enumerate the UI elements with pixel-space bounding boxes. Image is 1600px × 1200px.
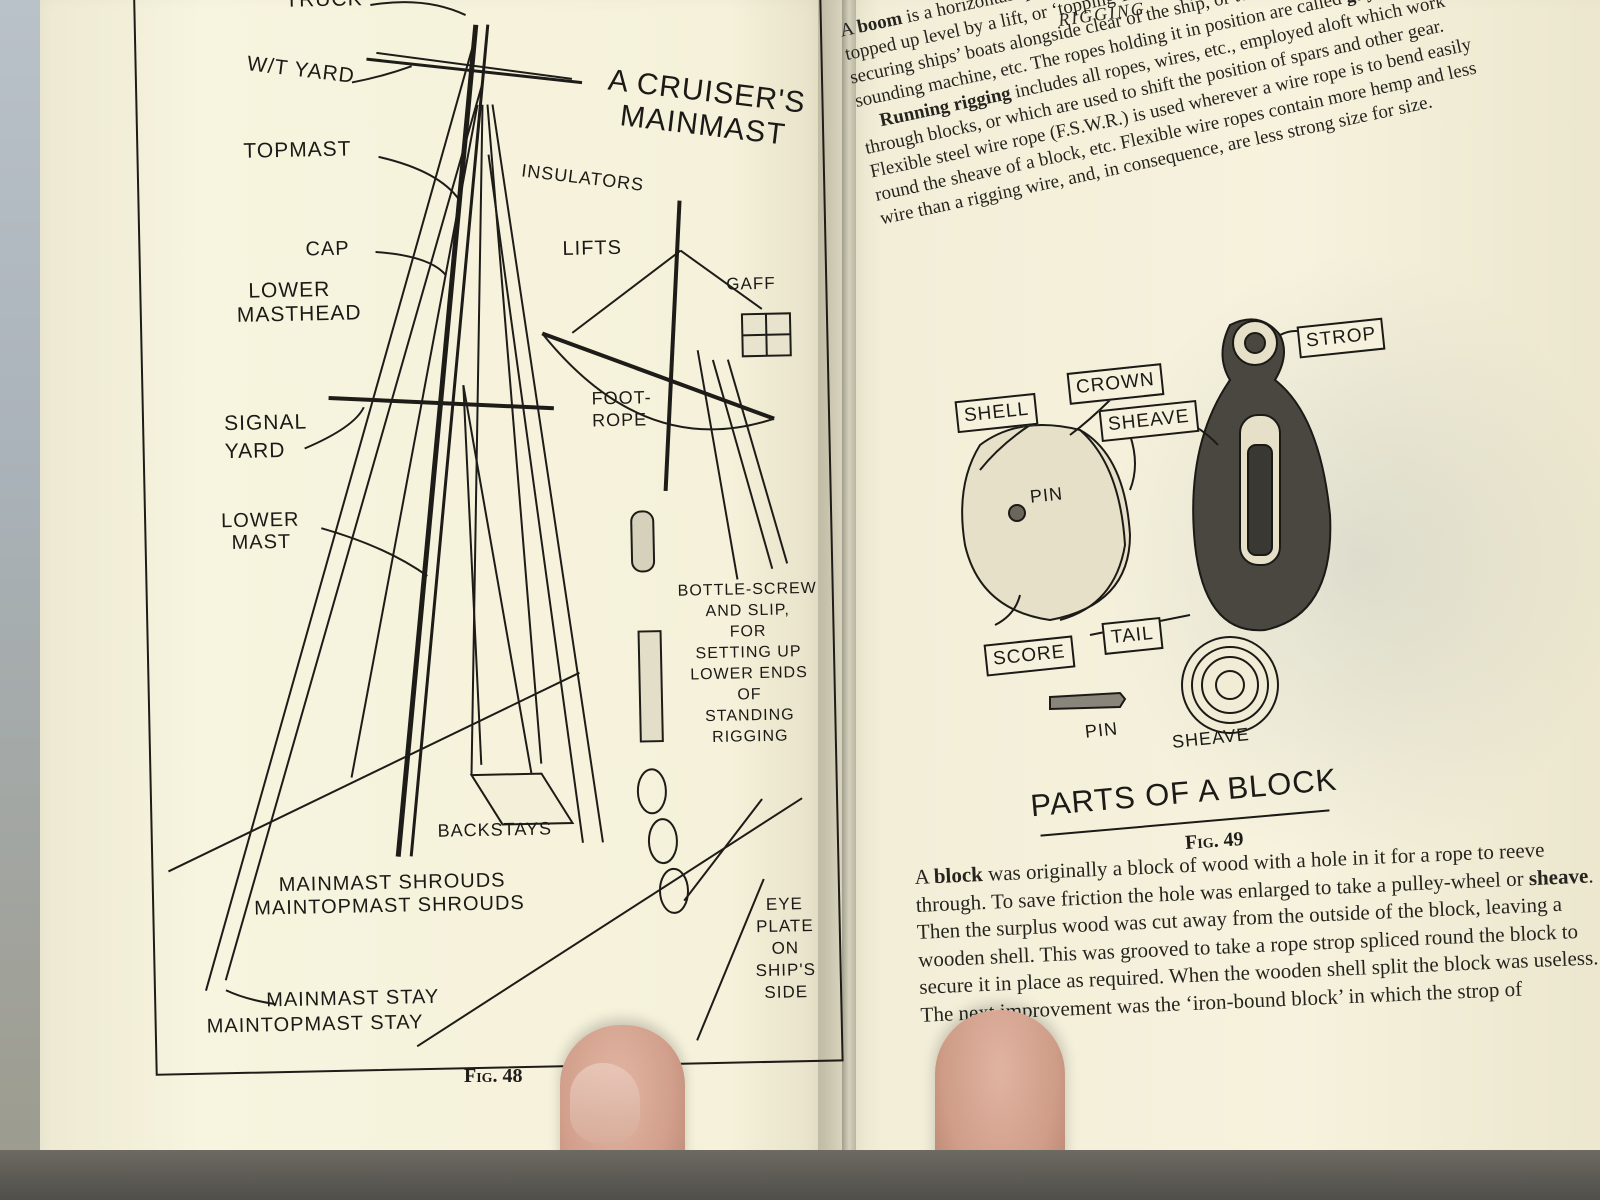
label-lifts: LIFTS <box>562 237 622 261</box>
label-pin-bottom: PIN <box>1084 718 1119 742</box>
label-lower-masthead-line-1: LOWER <box>236 277 361 304</box>
label-foot-rope-line-2: ROPE <box>592 408 652 431</box>
label-lower-mast-line-1: LOWER <box>221 509 300 533</box>
label-eye-plate: EYE PLATE ON SHIP'S SIDE <box>754 893 817 1004</box>
bottom-paragraph: A block was originally a block of wood w… <box>914 834 1600 1029</box>
label-truck: TRUCK <box>285 0 363 13</box>
bottle-screw-line-4: SETTING UP <box>679 641 819 665</box>
label-foot-rope: FOOT- ROPE <box>591 386 652 431</box>
eye-plate-line-3: ON <box>755 937 816 960</box>
bottle-screw-line-2: AND SLIP, <box>678 599 818 623</box>
label-cap: CAP <box>305 238 350 262</box>
bottle-screw-line-5: LOWER ENDS <box>679 662 819 686</box>
book-spine <box>842 0 856 1200</box>
bottle-screw-line-7: STANDING <box>680 704 820 728</box>
label-topmast: TOPMAST <box>243 137 352 163</box>
bottle-screw-line-3: FOR <box>678 620 818 644</box>
label-lower-masthead: LOWER MASTHEAD <box>236 277 362 328</box>
label-pin-inside: PIN <box>1029 483 1064 507</box>
label-signal-yard-line-2: YARD <box>224 436 308 466</box>
label-lower-masthead-line-2: MASTHEAD <box>237 301 362 328</box>
figure-48-caption: Fig. 48 <box>464 1065 523 1088</box>
label-backstays: BACKSTAYS <box>437 818 552 841</box>
label-foot-rope-line-1: FOOT- <box>591 386 651 409</box>
eye-plate-line-2: PLATE <box>755 915 816 938</box>
block-intro: A <box>914 864 934 889</box>
bottle-screw-line-6: OF <box>680 683 820 707</box>
figure-48-frame: A CRUISER'S MAINMAST TRUCK W/T YARD TOPM… <box>133 0 844 1076</box>
label-signal-yard-line-1: SIGNAL <box>224 408 308 438</box>
label-lower-mast-line-2: MAST <box>221 531 300 555</box>
eye-plate-line-1: EYE <box>754 893 815 916</box>
eye-plate-line-4: SHIP'S <box>755 959 816 982</box>
label-bottle-screw: BOTTLE-SCREW AND SLIP, FOR SETTING UP LO… <box>677 578 820 749</box>
block-term: block <box>933 862 983 888</box>
label-tail: TAIL <box>1101 617 1163 655</box>
eye-plate-line-5: SIDE <box>756 981 817 1004</box>
label-signal-yard: SIGNAL YARD <box>224 408 308 466</box>
table-surface <box>0 1150 1600 1200</box>
bottle-screw-line-1: BOTTLE-SCREW <box>677 578 817 602</box>
label-maintopmast-stay: MAINTOPMAST STAY <box>206 1011 423 1039</box>
label-gaff: GAFF <box>726 274 776 295</box>
label-mainmast-stay: MAINMAST STAY <box>266 986 439 1013</box>
bottle-screw-line-8: RIGGING <box>681 725 821 749</box>
thumbnail <box>570 1063 640 1143</box>
sheave-term: sheave <box>1528 863 1588 890</box>
label-lower-mast: LOWER MAST <box>221 509 300 555</box>
